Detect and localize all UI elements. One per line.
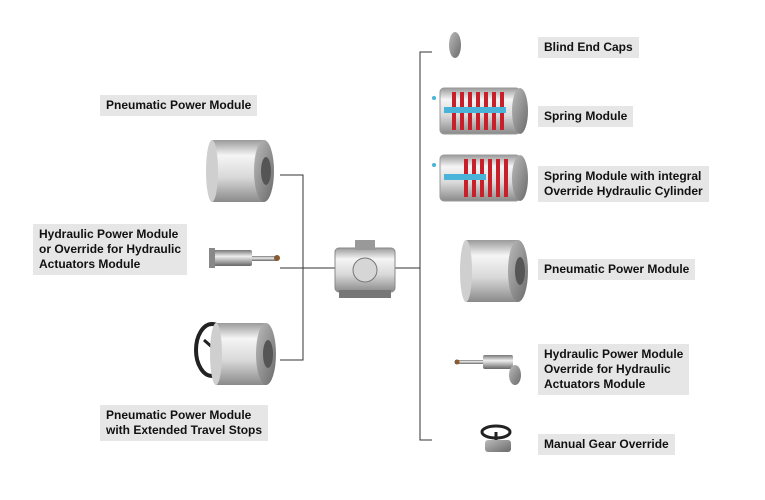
- label-line: Override for Hydraulic: [544, 362, 671, 376]
- label-spring-module: Spring Module: [538, 106, 634, 127]
- label-line: or Override for Hydraulic: [39, 242, 182, 256]
- label-line: Hydraulic Power Module: [544, 347, 684, 361]
- manual-gear-override-image: [480, 424, 512, 452]
- label-pneumatic-travel-stops: Pneumatic Power Module with Extended Tra…: [100, 405, 269, 441]
- hydraulic-module-image: [209, 248, 280, 268]
- label-line: with Extended Travel Stops: [106, 423, 263, 437]
- label-manual-gear-override: Manual Gear Override: [538, 434, 675, 455]
- actuator-housing-image: [334, 240, 396, 298]
- label-hydraulic-power-module-right: Hydraulic Power Module Override for Hydr…: [538, 344, 690, 395]
- spring-module-image: [432, 87, 528, 135]
- right-pneumatic-module-image: [460, 240, 528, 302]
- right-hydraulic-module-image: [454, 355, 521, 385]
- label-line: Override Hydraulic Cylinder: [544, 184, 703, 198]
- label-line: Actuators Module: [39, 257, 141, 271]
- label-line: Spring Module with integral: [544, 169, 702, 183]
- label-line: Hydraulic Power Module: [39, 227, 179, 241]
- blind-end-cap-image: [449, 32, 461, 58]
- label-pneumatic-power-module-left: Pneumatic Power Module: [100, 95, 258, 116]
- label-line: Pneumatic Power Module: [106, 408, 252, 422]
- pneumatic-stops-module-image: [194, 322, 276, 385]
- spring-override-module-image: [432, 154, 528, 202]
- pneumatic-module-image: [206, 140, 274, 202]
- label-line: Actuators Module: [544, 377, 646, 391]
- label-hydraulic-power-module-left: Hydraulic Power Module or Override for H…: [33, 224, 188, 275]
- label-spring-module-override: Spring Module with integral Override Hyd…: [538, 166, 709, 202]
- label-pneumatic-power-module-right: Pneumatic Power Module: [538, 259, 696, 280]
- label-blind-end-caps: Blind End Caps: [538, 37, 639, 58]
- connector-lines: [280, 51, 432, 441]
